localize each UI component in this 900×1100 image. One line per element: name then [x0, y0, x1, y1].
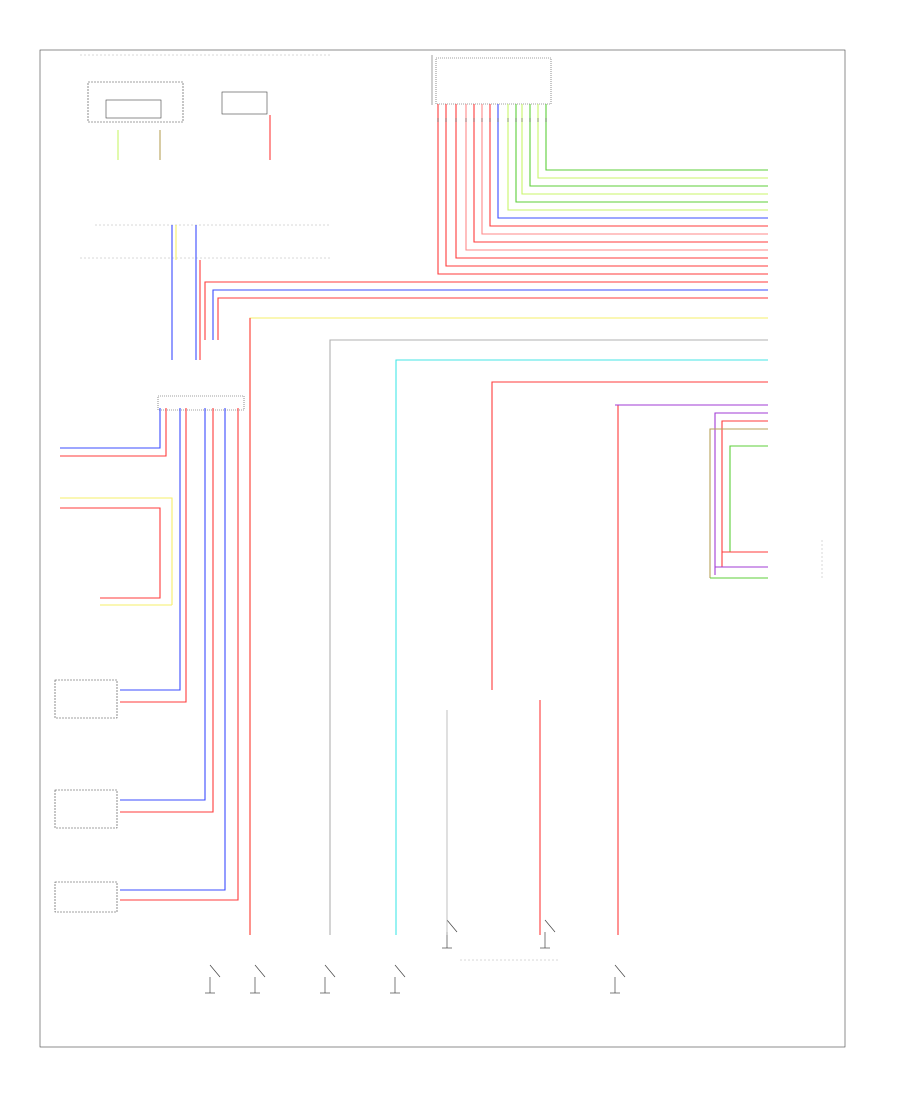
resistor-box: [221, 91, 268, 115]
combo-wire-1: [445, 104, 768, 267]
combination-switch-connector: [435, 57, 552, 105]
bottom-left-box: [54, 881, 118, 913]
switch-blade-1: [254, 964, 266, 978]
purple-2: [714, 412, 768, 575]
bus-red-2: [217, 297, 768, 340]
joint-red-left: [60, 408, 167, 457]
outer-frame: [39, 49, 846, 1048]
combo-wire-0: [437, 104, 768, 275]
combo-wire-10: [521, 104, 768, 195]
fuel-red: [60, 507, 161, 599]
joint-red-abs: [120, 408, 214, 813]
green-keyless: [729, 445, 768, 552]
switch-blade-6: [614, 964, 626, 978]
combo-wire-5: [481, 104, 768, 235]
red-right-long: [617, 404, 768, 935]
red-keyless-1: [721, 420, 768, 567]
joint-blue-engine: [120, 408, 181, 691]
combo-wire-2: [455, 104, 768, 259]
joint-red-engine: [120, 408, 187, 703]
cyan-long: [395, 359, 768, 935]
joint-red-bottom: [120, 408, 239, 901]
switch-blade-2: [324, 964, 336, 978]
joint-blue-bottom: [120, 408, 226, 891]
engine-control-box: [54, 679, 118, 719]
combo-wire-6: [489, 104, 768, 227]
switch-blade-0: [209, 964, 221, 978]
bus-red-1: [204, 281, 768, 340]
fuel-yellow: [60, 497, 173, 605]
fuel-pump-relay-box: [87, 81, 184, 123]
joint-blue-left: [60, 408, 161, 449]
bus-blue-1: [212, 289, 768, 340]
switch-blade-3: [394, 964, 406, 978]
yellow-long: [249, 317, 768, 935]
inner-box: [105, 99, 162, 119]
combo-wire-8: [507, 104, 768, 211]
combo-wire-4: [473, 104, 768, 243]
joint-connector: [157, 395, 245, 411]
combo-wire-7: [497, 104, 768, 219]
red-brake: [491, 381, 768, 690]
combo-wire-11: [529, 104, 768, 187]
combo-wire-3: [465, 104, 768, 251]
gray-long: [329, 339, 768, 935]
abs-unit-box: [54, 789, 118, 829]
switch-blade-4: [446, 919, 458, 933]
combo-wire-9: [515, 104, 768, 203]
joint-blue-abs: [120, 408, 206, 801]
combo-wire-12: [537, 104, 768, 179]
switch-blade-5: [544, 919, 556, 933]
olive-keyless: [709, 428, 768, 578]
combo-wire-13: [545, 104, 768, 171]
